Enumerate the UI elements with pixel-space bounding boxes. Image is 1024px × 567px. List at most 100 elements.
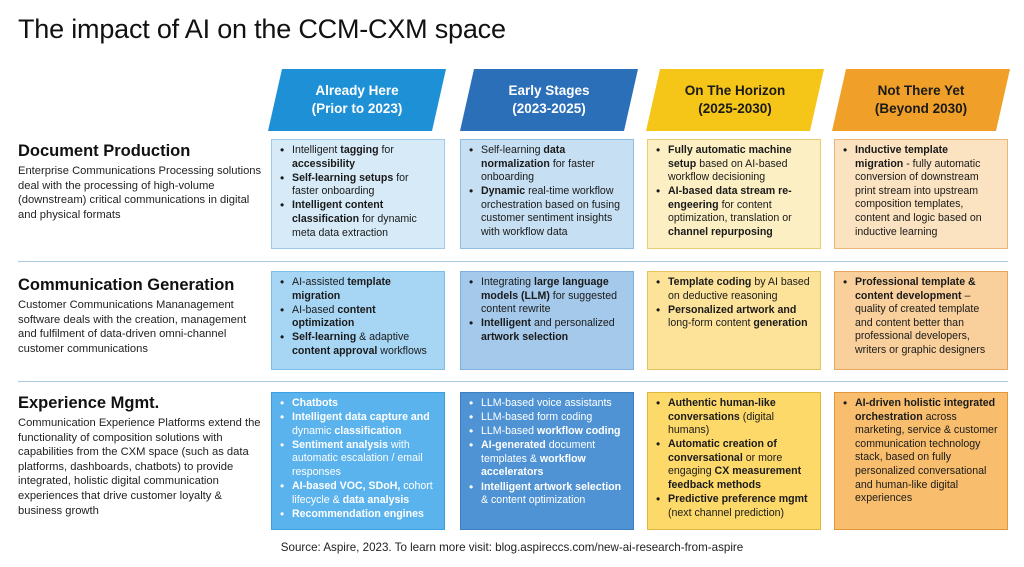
bullet-text: LLM-based bbox=[481, 425, 537, 438]
row-heading: Experience Mgmt. bbox=[18, 394, 160, 412]
cell-experience-mgmt-not-there-yet: AI-driven holistic integrated orchestrat… bbox=[834, 392, 1008, 530]
bullet-text-bold: Intelligent data capture and bbox=[292, 411, 430, 424]
bullet-text-bold: Chatbots bbox=[292, 397, 338, 409]
row-label-document-production: Document Production Enterprise Communica… bbox=[18, 142, 263, 222]
bullet-text: for suggested content rewrite bbox=[481, 289, 617, 316]
bullet-item: Automatic creation of conversational or … bbox=[654, 438, 812, 492]
cell-communication-generation-not-there-yet: Professional template & content developm… bbox=[834, 271, 1008, 370]
bullet-text-bold: AI-generated bbox=[481, 439, 546, 452]
bullet-text: for content optimization, translation or bbox=[668, 198, 792, 225]
bullet-item: Integrating large language models (LLM) … bbox=[467, 276, 625, 317]
row-label-communication-generation: Communication Generation Customer Commun… bbox=[18, 276, 263, 356]
bullet-text-bold: large language models (LLM) bbox=[481, 276, 609, 302]
bullet-item: Intelligent content classification for d… bbox=[278, 199, 436, 240]
bullet-list: Inductive template migration - fully aut… bbox=[841, 144, 999, 239]
source-footer: Source: Aspire, 2023. To learn more visi… bbox=[280, 541, 744, 554]
bullet-text: or more engaging bbox=[668, 451, 783, 478]
bullet-list: Intelligent tagging for accessibilitySel… bbox=[278, 144, 436, 240]
bullet-item: Self-learning & adaptive content approva… bbox=[278, 331, 436, 358]
bullet-text: for dynamic meta data extraction bbox=[292, 212, 417, 239]
bullet-text-bold: data normalization bbox=[481, 144, 566, 170]
bullet-text-bold: Personalized artwork and bbox=[668, 303, 797, 316]
bullet-text: based on AI-based workflow decisioning bbox=[668, 157, 788, 184]
bullet-item: AI-generated document templates & workfl… bbox=[467, 439, 625, 480]
bullet-text-bold: tagging bbox=[340, 144, 379, 156]
bullet-item: Intelligent data capture and dynamic cla… bbox=[278, 411, 436, 438]
bullet-list: Integrating large language models (LLM) … bbox=[467, 276, 625, 344]
bullet-list: LLM-based voice assistantsLLM-based form… bbox=[467, 397, 625, 508]
bullet-item: AI-based content optimization bbox=[278, 304, 436, 331]
cell-experience-mgmt-on-the-horizon: Authentic human-like conversations (digi… bbox=[647, 392, 821, 530]
bullet-text-bold: AI-driven holistic integrated orchestrat… bbox=[855, 397, 996, 423]
bullet-text-bold: template migration bbox=[292, 276, 391, 302]
bullet-item: AI-based VOC, SDoH, cohort lifecycle & d… bbox=[278, 480, 436, 507]
cell-experience-mgmt-already-here: ChatbotsIntelligent data capture and dyn… bbox=[271, 392, 445, 530]
bullet-text: Intelligent bbox=[292, 144, 341, 156]
bullet-text: Integrating bbox=[481, 276, 535, 288]
column-header-title: On The Horizon bbox=[684, 83, 786, 98]
bullet-text: and personalized bbox=[531, 317, 615, 330]
bullet-item: LLM-based form coding bbox=[467, 411, 625, 425]
column-header-period: (2023-2025) bbox=[512, 101, 586, 116]
row-heading: Document Production bbox=[18, 142, 191, 160]
bullet-text: – quality of created template and conten… bbox=[855, 289, 986, 356]
bullet-item: Personalized artwork and long-form conte… bbox=[654, 304, 812, 331]
bullet-text: LLM-based form coding bbox=[481, 411, 593, 424]
column-header-period: (Prior to 2023) bbox=[311, 101, 403, 116]
bullet-text-bold: Intelligent content classification bbox=[292, 199, 384, 225]
bullet-text: for bbox=[378, 144, 394, 156]
bullet-item: Intelligent tagging for accessibility bbox=[278, 144, 436, 171]
bullet-text: by AI based on deductive reasoning bbox=[668, 276, 810, 302]
bullet-text-bold: Inductive template migration bbox=[855, 144, 949, 170]
bullet-item: Sentiment analysis with automatic escala… bbox=[278, 439, 436, 480]
cell-experience-mgmt-early-stages: LLM-based voice assistantsLLM-based form… bbox=[460, 392, 634, 530]
bullet-text: AI-assisted bbox=[292, 276, 348, 288]
bullet-text: & adaptive bbox=[356, 331, 410, 344]
bullet-item: LLM-based workflow coding bbox=[467, 425, 625, 439]
row-description: Communication Experience Platforms exten… bbox=[18, 417, 261, 517]
bullet-item: Chatbots bbox=[278, 397, 436, 411]
bullet-text-bold: Recommendation engines bbox=[292, 507, 424, 520]
bullet-text: document templates & bbox=[481, 439, 596, 465]
bullet-text-bold: channel repurposing bbox=[668, 226, 773, 239]
column-header-shape bbox=[460, 69, 638, 131]
bullet-item: Intelligent and personalized artwork sel… bbox=[467, 317, 625, 344]
cell-document-production-not-there-yet: Inductive template migration - fully aut… bbox=[834, 139, 1008, 249]
bullet-text: with automatic escalation / email respon… bbox=[292, 438, 423, 478]
cell-communication-generation-already-here: AI-assisted template migrationAI-based c… bbox=[271, 271, 445, 370]
bullet-text-bold: Self-learning bbox=[292, 331, 357, 344]
bullet-text-bold: accessibility bbox=[292, 157, 356, 170]
bullet-item: Dynamic real-time workflow orchestration… bbox=[467, 185, 625, 239]
bullet-text-bold: Professional template & content developm… bbox=[855, 276, 976, 302]
bullet-text-bold: generation bbox=[753, 317, 808, 330]
bullet-item: AI-based data stream re-engeering for co… bbox=[654, 185, 812, 239]
bullet-text-bold: workflow accelerators bbox=[481, 452, 586, 479]
bullet-item: Self-learning setups for faster onboardi… bbox=[278, 172, 436, 199]
bullet-text: real-time workflow orchestration based o… bbox=[481, 185, 620, 239]
bullet-text-bold: AI-based VOC, SDoH, bbox=[292, 480, 401, 493]
bullet-item: Intelligent artwork selection & content … bbox=[467, 481, 625, 508]
cell-communication-generation-on-the-horizon: Template coding by AI based on deductive… bbox=[647, 271, 821, 370]
bullet-text-bold: classification bbox=[334, 424, 402, 437]
bullet-text-bold: Dynamic bbox=[481, 185, 526, 198]
column-header-shape bbox=[268, 69, 446, 131]
bullet-item: Authentic human-like conversations (digi… bbox=[654, 397, 812, 438]
cell-communication-generation-early-stages: Integrating large language models (LLM) … bbox=[460, 271, 634, 370]
bullet-list: AI-driven holistic integrated orchestrat… bbox=[841, 397, 999, 506]
column-header-title: Already Here bbox=[315, 83, 399, 98]
column-header-title: Early Stages bbox=[508, 83, 590, 98]
bullet-text: cohort lifecycle & bbox=[292, 480, 433, 506]
bullet-text-bold: data analysis bbox=[342, 493, 410, 506]
bullet-text-bold: AI-based data stream re-engeering bbox=[668, 185, 792, 211]
row-divider bbox=[18, 261, 1008, 262]
bullet-text-bold: Predictive preference mgmt bbox=[668, 493, 808, 506]
bullet-text: LLM-based voice assistants bbox=[481, 397, 612, 409]
bullet-item: Template coding by AI based on deductive… bbox=[654, 276, 812, 303]
bullet-text-bold: Fully automatic machine setup bbox=[668, 144, 792, 170]
bullet-list: Authentic human-like conversations (digi… bbox=[654, 397, 812, 520]
bullet-item: Professional template & content developm… bbox=[841, 276, 999, 358]
bullet-item: Fully automatic machine setup based on A… bbox=[654, 144, 812, 185]
bullet-list: AI-assisted template migrationAI-based c… bbox=[278, 276, 436, 359]
bullet-list: Fully automatic machine setup based on A… bbox=[654, 144, 812, 240]
row-description: Customer Communications Mananagement sof… bbox=[18, 299, 247, 355]
